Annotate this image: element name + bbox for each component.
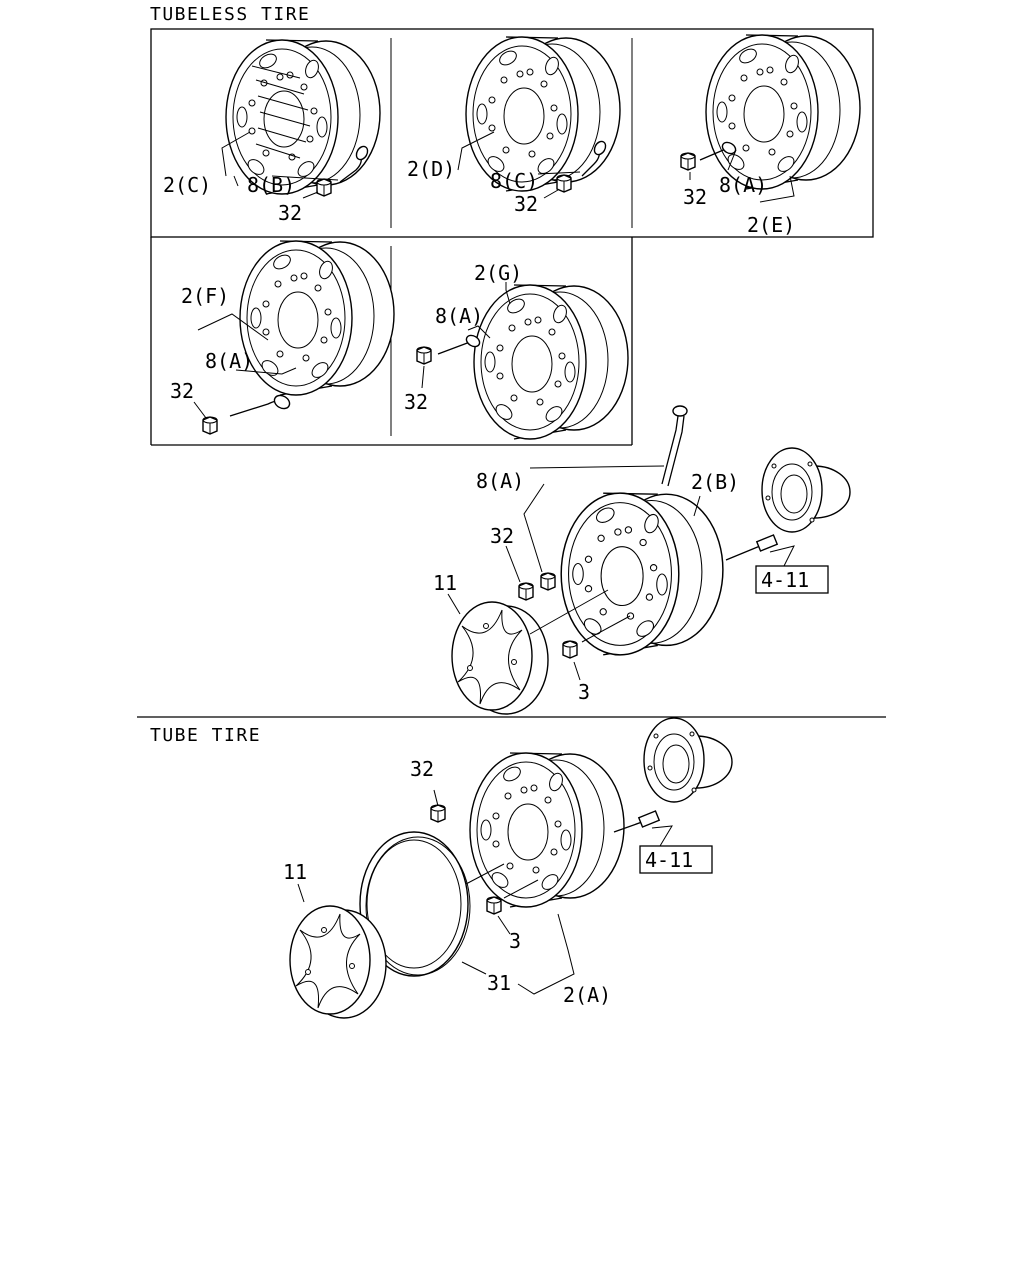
flap-31	[359, 831, 471, 977]
label-8b: 8(B)	[247, 173, 295, 197]
leader-31	[461, 961, 487, 975]
cover-guide-main	[529, 589, 609, 635]
leader-2d	[457, 131, 495, 171]
wheel-2d	[465, 36, 621, 192]
label-2f: 2(F)	[181, 284, 229, 308]
label-32-p2: 32	[514, 192, 538, 216]
label-2b: 2(B)	[691, 470, 739, 494]
leader-8a-main	[523, 483, 545, 573]
label-32-p1: 32	[278, 201, 302, 225]
valve-cap-32-p4	[202, 416, 218, 435]
valve-cap-32-p3	[680, 152, 696, 171]
label-32-p5: 32	[404, 390, 428, 414]
valve-cap-32-p5	[416, 346, 432, 365]
leader-8a-p3	[727, 149, 737, 171]
label-8a-p4: 8(A)	[205, 349, 253, 373]
leader-2b	[693, 495, 701, 517]
leader-4-11-main	[769, 545, 795, 567]
leader-32-tube	[433, 789, 439, 807]
valve-cap-32-main	[518, 582, 534, 601]
wheel-2b	[560, 492, 724, 656]
nut-guide-main	[581, 615, 631, 643]
label-8a-main: 8(A)	[476, 469, 524, 493]
valve-cap-32-p1	[316, 178, 332, 197]
hub-nut-3-tube	[486, 896, 502, 915]
leader-2a	[517, 913, 575, 995]
wheel-2g	[473, 284, 629, 440]
leader-2c-tick	[233, 175, 239, 187]
label-2g: 2(G)	[474, 261, 522, 285]
leader-8b	[271, 175, 339, 181]
wheel-cover-11-tube	[289, 905, 387, 1019]
label-3-main: 3	[578, 680, 590, 704]
label-8a-p5: 8(A)	[435, 304, 483, 328]
leader-32-p4	[193, 401, 207, 419]
label-8a-p3: 8(A)	[719, 173, 767, 197]
hub-main	[761, 447, 851, 533]
label-2a: 2(A)	[563, 983, 611, 1007]
leader-8a-p4	[235, 367, 297, 375]
valve-8a-p3	[699, 141, 737, 161]
label-2e: 2(E)	[747, 213, 795, 237]
leader-2e	[759, 175, 795, 203]
stud-main	[725, 534, 779, 561]
leader-8a-p5	[467, 325, 491, 339]
label-2c: 2(C)	[163, 173, 211, 197]
label-2d: 2(D)	[407, 157, 455, 181]
wheel-2a	[469, 752, 625, 908]
label-3-tube: 3	[509, 929, 521, 953]
label-32-main: 32	[490, 524, 514, 548]
tube-section-title: TUBE TIRE	[150, 725, 261, 746]
label-31: 31	[487, 971, 511, 995]
leader-2g	[505, 282, 511, 305]
label-11-tube: 11	[283, 860, 307, 884]
valve-8b	[339, 145, 369, 183]
tubeless-section-title: TUBELESS TIRE	[150, 4, 310, 25]
leader-4-11-tube	[651, 825, 673, 847]
leader-32-p1	[302, 191, 319, 199]
leader-32-main	[505, 545, 521, 583]
leader-8c-p2	[537, 171, 581, 175]
leader-2f	[197, 313, 269, 341]
ref-box-4-11-tube	[639, 845, 713, 874]
nut-guide-tube	[503, 879, 539, 899]
leader-2c	[221, 131, 251, 177]
leader-11-tube	[297, 883, 305, 903]
cover-guide-tube	[465, 863, 505, 885]
leader-32-p5	[421, 365, 425, 389]
hub-tube	[643, 717, 733, 803]
leader-3-main	[573, 661, 581, 681]
label-8c-p2: 8(C)	[490, 169, 538, 193]
label-32-p3: 32	[683, 185, 707, 209]
label-4-11-main: 4-11	[761, 568, 809, 592]
label-32-tube: 32	[410, 757, 434, 781]
label-32-p4: 32	[170, 379, 194, 403]
valve-cap-32-tube	[430, 804, 446, 823]
leader-11-main	[447, 593, 461, 615]
leader-8a-main-top	[529, 465, 665, 469]
valve-8a-main	[661, 405, 688, 487]
label-4-11-tube: 4-11	[645, 848, 693, 872]
leader-32-p2	[543, 189, 559, 199]
valve-8a-p5	[437, 334, 481, 355]
ref-box-4-11-main	[755, 565, 829, 594]
valve-8a-p4	[229, 394, 291, 417]
stud-tube	[613, 810, 661, 833]
valve-cap-32-p2	[556, 174, 572, 193]
label-11-main: 11	[433, 571, 457, 595]
wheel-2c	[225, 39, 381, 195]
panel-frames	[150, 28, 874, 446]
valve-8c-p2	[581, 140, 607, 177]
wheel-2e	[705, 34, 861, 190]
hub-nut-3-main	[562, 640, 578, 659]
leader-3-tube	[497, 915, 511, 935]
wheel-cover-11-main	[451, 601, 549, 715]
valve-nut-main	[540, 572, 556, 591]
